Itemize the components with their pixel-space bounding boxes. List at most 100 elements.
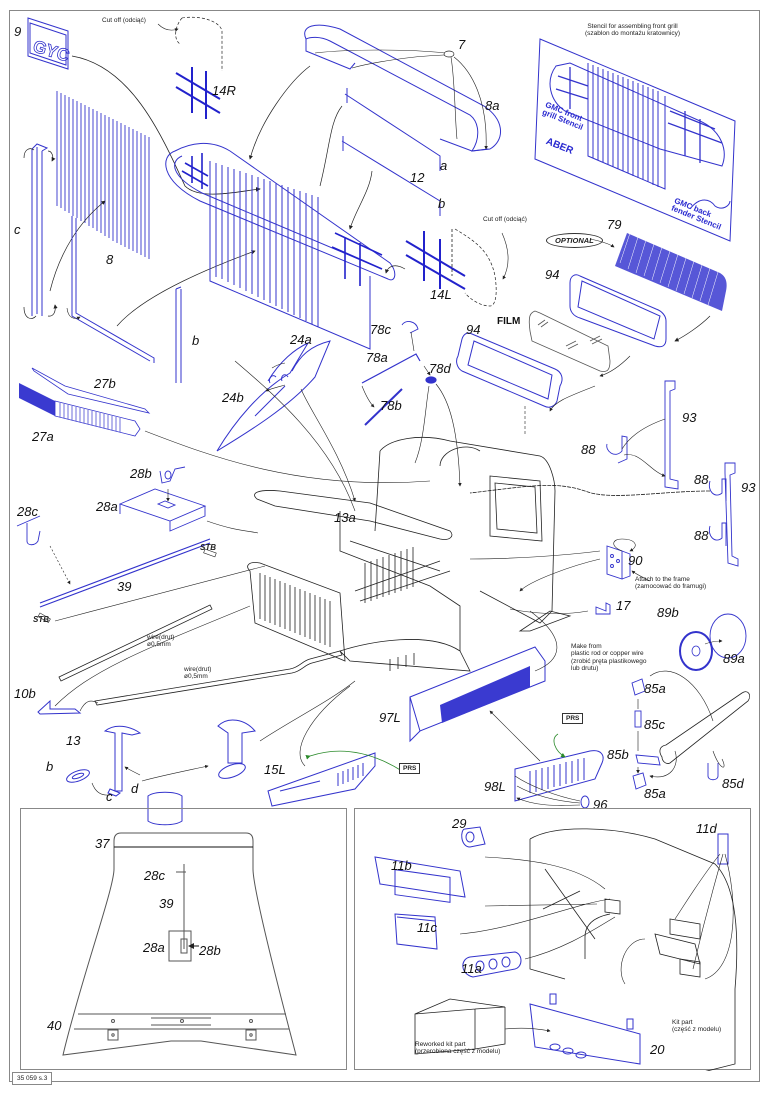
part-24-headlight (216, 340, 331, 452)
note-line: (zrobić pręta plastikowego (571, 657, 647, 665)
part-label: 78a (366, 350, 388, 365)
part-label: 12 (410, 170, 425, 185)
part-13-latch (66, 719, 256, 826)
prs-arrow (305, 750, 403, 772)
connector-line (649, 670, 714, 722)
stb-part (37, 612, 51, 623)
part-15L-panel (267, 752, 376, 807)
optional-badge: OPTIONAL (546, 233, 603, 248)
part-label: 28c (144, 868, 165, 883)
stb-label: STB (33, 615, 49, 624)
connector-line (469, 550, 601, 591)
part-7-pin (443, 50, 455, 58)
part-label: 7 (458, 37, 466, 52)
part-label: 28b (199, 943, 221, 958)
kit-part-note: Kit part (część z modelu) (672, 1019, 721, 1034)
cutoff-note-top: Cut off (odciąć) (102, 17, 146, 24)
connector-line (157, 23, 179, 32)
connector-line (489, 710, 541, 762)
part-label: 85b (607, 747, 629, 762)
rotate-arrow (66, 307, 81, 320)
part-label: 28b (130, 466, 152, 481)
note-line: wire(drut) (184, 666, 212, 673)
part-label: 97L (379, 710, 401, 725)
part-label: 85a (644, 786, 666, 801)
part-label: 11d (696, 821, 717, 836)
prs-badge: PRS (562, 713, 584, 724)
attach-frame-note: Attach to the frame (zamocować do framug… (635, 576, 706, 591)
connector-line (509, 608, 589, 614)
part-90-17-brackets (595, 545, 631, 615)
inset-hood-drawing (62, 832, 297, 1056)
connector-line (49, 545, 71, 585)
connector-line (621, 418, 665, 476)
part-label: 27a (32, 429, 54, 444)
truck-cab-hood-model (247, 436, 572, 672)
connector-line (299, 685, 351, 767)
part-label: 39 (159, 896, 174, 911)
part-10b-hook (37, 699, 82, 715)
reworked-part-note: Reworked kit part (przerobiona część z m… (415, 1041, 500, 1056)
assembly-line-art: GYC (16, 16, 750, 826)
part-label: 90 (628, 553, 643, 568)
connector-line (361, 385, 375, 408)
grill-stencil-sheet (534, 38, 736, 242)
connector-line (71, 55, 261, 195)
note-line: wire(drut) (147, 634, 175, 641)
part-label: 11a (461, 961, 482, 976)
cutoff-note-right: Cut off (odciąć) (483, 216, 527, 223)
connector-line (414, 383, 460, 486)
part-label: 40 (47, 1018, 62, 1033)
wire-note: wire(drut) ø0,5mm (147, 634, 174, 649)
connector-line (410, 331, 430, 375)
connector-line (384, 265, 406, 274)
part-label: 10b (14, 686, 36, 701)
connector-line (515, 775, 581, 806)
part-39-rod (39, 538, 211, 608)
connector-line (712, 750, 725, 768)
stb-part (203, 548, 217, 558)
part-89-mirrors (679, 613, 747, 671)
part-label: b (438, 196, 446, 211)
part-label: 78d (429, 361, 451, 376)
stencil-title: Stencil for assembling front grill (szab… (585, 23, 680, 38)
part-85d (707, 763, 719, 781)
part-label: 8 (106, 252, 114, 267)
part-label: 8a (485, 98, 500, 113)
part-label: 24b (222, 390, 244, 405)
rotate-arrow (23, 148, 53, 161)
connector-line (248, 65, 311, 160)
part-label: 11b (391, 858, 412, 873)
connector-line (91, 767, 141, 796)
part-label: 27b (94, 376, 116, 391)
connector-line (54, 605, 251, 712)
part-label: 93 (682, 410, 697, 425)
connector-line (141, 764, 209, 782)
part-label: 11c (417, 920, 437, 935)
connector-line (266, 362, 286, 391)
part-label: 29 (452, 816, 467, 831)
part-label: b (192, 333, 200, 348)
part-label: 79 (607, 217, 622, 232)
part-label: 89b (657, 605, 679, 620)
part-label: 9 (14, 24, 22, 39)
part-label: c (106, 789, 113, 804)
cutoff-outline-right (454, 228, 497, 307)
part-27b-panel (31, 367, 151, 414)
part-label: 24a (290, 332, 312, 347)
part-94-frame-left (456, 332, 563, 408)
film-label: FILM (497, 316, 521, 327)
part-label: 13a (334, 510, 356, 525)
part-label: 89a (723, 651, 745, 666)
note-line: (zamocować do framugi) (635, 583, 707, 591)
part-label: 78b (380, 398, 402, 413)
part-14R-grid (175, 67, 221, 119)
note-line: Make from (571, 643, 602, 650)
connector-line (54, 565, 266, 622)
part-27a-grille (19, 383, 141, 437)
note-line: Reworked kit part (415, 1041, 466, 1048)
connector-line (649, 750, 677, 779)
stb-label: STB (200, 543, 216, 552)
part-12-rods (341, 88, 441, 216)
part-94-frame-top (569, 274, 667, 348)
